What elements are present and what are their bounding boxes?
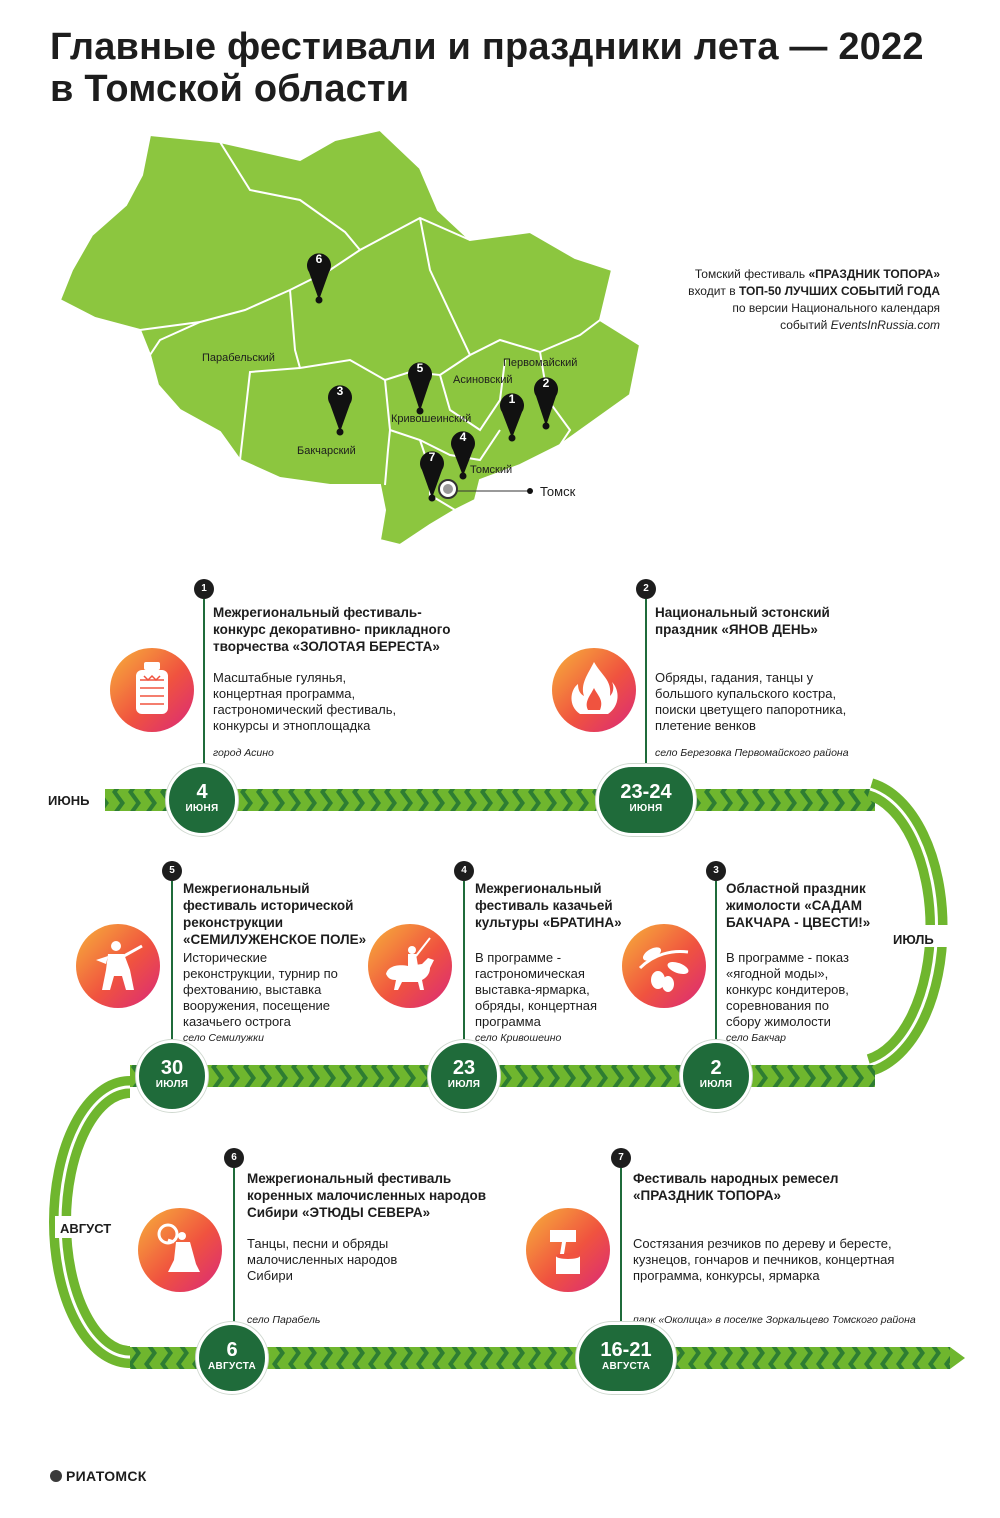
event-number: 4: [454, 861, 474, 881]
event-place: село Бакчар: [726, 1032, 786, 1044]
district-label-tomsky: Томский: [470, 464, 513, 476]
event-number: 7: [611, 1148, 631, 1168]
honeysuckle-icon: [622, 924, 706, 1008]
event-place: село Парабель: [247, 1314, 321, 1326]
tomsk-city-marker[interactable]: [438, 479, 533, 499]
map-region-shape: [58, 128, 642, 547]
month-label-july: ИЮЛЬ: [893, 932, 934, 947]
svg-text:6: 6: [316, 252, 323, 266]
event-place: город Асино: [213, 747, 274, 759]
cossack-rider-icon: [368, 924, 452, 1008]
event-connector: [171, 881, 173, 1041]
note-text-2: входит в: [688, 284, 739, 298]
title-line-1: Главные фестивали и праздники лета — 202…: [50, 26, 924, 68]
map-marker-7[interactable]: 7: [420, 450, 444, 502]
event-title: Фестиваль народных ремесел«ПРАЗДНИК ТОПО…: [633, 1171, 839, 1203]
event-title: Межрегиональный фестиваль-конкурс декора…: [213, 605, 451, 654]
district-label-asino: Асиновский: [453, 374, 513, 386]
month-label-august: АВГУСТ: [60, 1221, 112, 1236]
district-label-parabel: Парабельский: [202, 352, 275, 364]
event-number: 6: [224, 1148, 244, 1168]
birch-bark-vessel-icon: [110, 648, 194, 732]
event-description: В программе - показ«ягодной моды»,конкур…: [726, 950, 849, 1029]
map-marker-6[interactable]: 6: [307, 252, 331, 304]
logo-mark-icon: [50, 1470, 62, 1482]
note-text-3: по версии Национального календаря: [732, 301, 940, 315]
bonfire-icon: [552, 648, 636, 732]
track-curve-august: [49, 1076, 131, 1368]
top50-note: Томский фестиваль «ПРАЗДНИК ТОПОРА» вход…: [640, 266, 940, 334]
event-connector: [620, 1168, 622, 1328]
event-number: 1: [194, 579, 214, 599]
event-connector: [203, 599, 205, 765]
region-map: 1 2 3 4 5 6 7: [58, 128, 642, 547]
svg-text:2: 2: [543, 376, 550, 390]
page-title: Главные фестивали и праздники лета — 202…: [50, 26, 924, 110]
event-place: село Кривошеино: [475, 1032, 562, 1044]
event-place: село Семилужки: [183, 1032, 264, 1044]
city-label-tomsk: Томск: [540, 484, 576, 499]
map-markers: 1 2 3 4 5 6 7: [307, 252, 558, 502]
title-line-2: в Томской области: [50, 68, 410, 110]
note-highlight-festival: «ПРАЗДНИК ТОПОРА»: [808, 267, 940, 281]
map-marker-5[interactable]: 5: [408, 361, 432, 415]
track-row-august: [130, 1347, 965, 1369]
event-connector: [463, 881, 465, 1041]
track-row-july: [130, 1065, 875, 1087]
track-curve-july: [866, 778, 949, 1076]
svg-text:4: 4: [460, 430, 467, 444]
logo-text: РИАТОМСК: [66, 1468, 147, 1484]
map-marker-1[interactable]: 1: [500, 392, 524, 442]
district-label-pervomaisky: Первомайский: [503, 357, 578, 369]
note-highlight-top50: ТОП-50 ЛУЧШИХ СОБЫТИЙ ГОДА: [738, 284, 940, 298]
map-marker-3[interactable]: 3: [328, 384, 352, 436]
event-connector: [645, 599, 647, 765]
event-description: Состязания резчиков по дереву и бересте,…: [633, 1236, 895, 1283]
note-link-eventsinrussia[interactable]: EventsInRussia.com: [830, 318, 940, 332]
district-label-bakchar: Бакчарский: [297, 445, 356, 457]
map-marker-4[interactable]: 4: [451, 430, 475, 480]
svg-text:5: 5: [417, 361, 424, 375]
event-place: село Березовка Первомайского района: [655, 747, 849, 759]
event-description: Масштабные гулянья,концертная программа,…: [213, 670, 397, 733]
event-connector: [715, 881, 717, 1041]
svg-text:1: 1: [509, 392, 516, 406]
event-place: парк «Околица» в поселке Зоркальцево Том…: [633, 1314, 916, 1326]
event-number: 5: [162, 861, 182, 881]
svg-text:3: 3: [337, 384, 344, 398]
event-number: 3: [706, 861, 726, 881]
district-label-krivosheino: Кривошеинский: [391, 413, 472, 425]
shaman-drum-icon: [138, 1208, 222, 1292]
month-label-june: ИЮНЬ: [48, 793, 90, 808]
note-text-4: событий: [780, 318, 831, 332]
axe-in-stump-icon: [526, 1208, 610, 1292]
event-number: 2: [636, 579, 656, 599]
map-marker-2[interactable]: 2: [534, 376, 558, 430]
warrior-icon: [76, 924, 160, 1008]
event-connector: [233, 1168, 235, 1328]
ria-tomsk-logo[interactable]: РИАТОМСК: [50, 1468, 147, 1484]
svg-text:7: 7: [429, 450, 436, 464]
note-text-1: Томский фестиваль: [694, 267, 809, 281]
